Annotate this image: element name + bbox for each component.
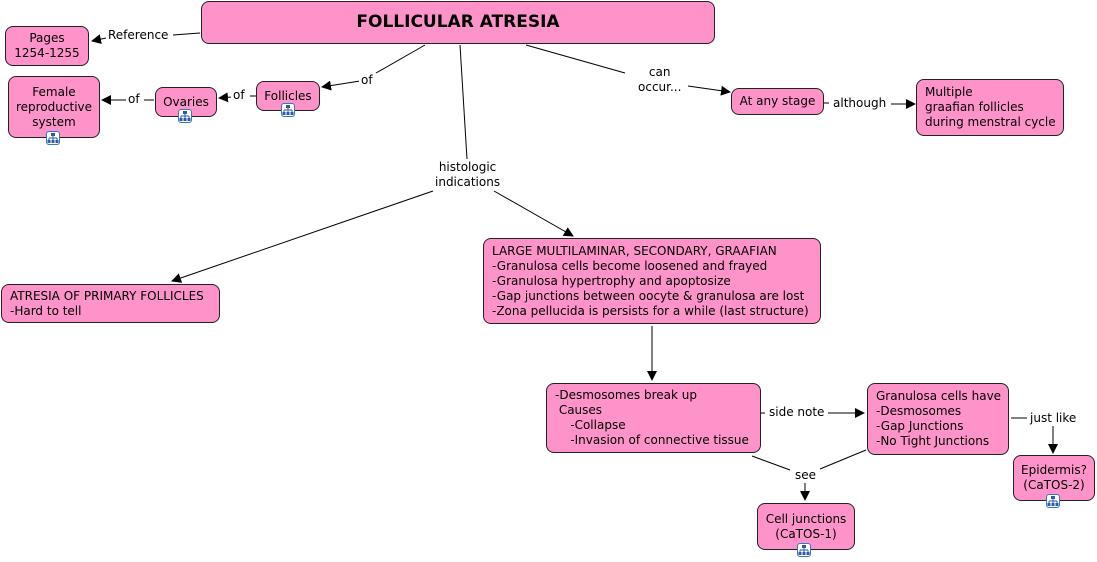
node-text: Ovaries — [163, 94, 209, 109]
hierarchy-glyph — [282, 105, 294, 115]
link-canoccur-stage — [687, 85, 731, 96]
link-histologic-large — [493, 190, 574, 237]
node-follicular-atresia[interactable]: FOLLICULAR ATRESIA — [201, 1, 715, 44]
link-label-of[interactable]: of — [231, 88, 247, 103]
link-title-reference — [172, 32, 201, 36]
node-text: Epidermis? — [1021, 463, 1087, 477]
node-text: -Granulosa cells become loosened and fra… — [492, 258, 768, 273]
node-text: Female — [32, 84, 76, 99]
node-text: -Collapse — [555, 418, 626, 432]
node-text: Multiple — [925, 85, 973, 99]
node-text: reproductive — [15, 99, 93, 114]
link-of-ovaries — [218, 92, 233, 103]
submap-icon[interactable] — [797, 543, 811, 557]
node-text: -Invasion of connective tissue — [555, 433, 749, 447]
node-text: Granulosa cells have — [876, 389, 1002, 403]
link-label-histologic-indications[interactable]: histologic indications — [433, 160, 503, 190]
link-title-of — [375, 44, 426, 74]
link-label-text: histologic — [438, 160, 497, 174]
node-text: graafian follicles — [925, 100, 1024, 114]
node-text: LARGE MULTILAMINAR, SECONDARY, GRAAFIAN — [492, 243, 777, 258]
node-text: -Gap Junctions — [876, 419, 964, 433]
node-text: 1254-1255 — [14, 46, 80, 60]
node-at-any-stage[interactable]: At any stage — [731, 88, 824, 115]
node-pages[interactable]: Pages 1254-1255 — [5, 26, 89, 66]
link-desmo-see — [751, 455, 791, 471]
link-title-canoccur — [525, 44, 626, 74]
node-text: -Desmosomes break up — [555, 388, 697, 402]
map-title: FOLLICULAR ATRESIA — [356, 12, 560, 32]
link-label-although[interactable]: although — [831, 96, 889, 111]
node-text: -Desmosomes — [876, 404, 962, 418]
node-text: system — [32, 114, 76, 129]
link-of-follicles — [321, 80, 361, 91]
hierarchy-glyph — [798, 545, 810, 555]
node-text: Follicles — [264, 88, 312, 103]
node-text: -No Tight Junctions — [876, 434, 990, 448]
submap-icon[interactable] — [46, 131, 60, 145]
node-text: -Zona pellucida is persists for a while … — [492, 303, 809, 318]
link-label-just-like[interactable]: just like — [1028, 411, 1079, 426]
link-label-of[interactable]: of — [359, 73, 375, 88]
node-text: -Hard to tell — [10, 303, 82, 318]
node-text: -Granulosa hypertrophy and apoptosize — [492, 273, 731, 288]
link-label-of[interactable]: of — [126, 92, 142, 107]
node-text: during menstral cycle — [925, 115, 1056, 129]
link-label-can-occur[interactable]: can occur... — [636, 65, 684, 95]
link-reference-pages — [91, 34, 107, 45]
hierarchy-glyph — [1047, 496, 1059, 506]
link-granulosa-see — [819, 449, 867, 470]
link-label-side-note[interactable]: side note — [767, 405, 827, 420]
hierarchy-glyph — [47, 133, 59, 143]
node-text: Cell junctions — [765, 511, 847, 526]
link-label-text: occur... — [638, 80, 682, 94]
node-female-reproductive-system[interactable]: Female reproductive system — [8, 76, 100, 138]
node-text: (CaTOS-2) — [1023, 478, 1085, 492]
node-text: ATRESIA OF PRIMARY FOLLICLES — [10, 288, 204, 303]
link-label-text: indications — [435, 175, 501, 189]
link-label-see[interactable]: see — [793, 468, 819, 483]
node-text: Causes — [555, 403, 603, 417]
node-text: At any stage — [739, 94, 816, 108]
link-label-text: can — [648, 65, 671, 79]
node-text: (CaTOS-1) — [775, 526, 837, 541]
node-granulosa-cells-have[interactable]: Granulosa cells have -Desmosomes -Gap Ju… — [867, 383, 1009, 455]
submap-icon[interactable] — [178, 109, 192, 123]
node-multiple-graafian-follicles[interactable]: Multiple graafian follicles during menst… — [916, 79, 1064, 136]
submap-icon[interactable] — [1046, 494, 1060, 508]
link-histologic-primary — [171, 190, 434, 283]
node-desmosomes-break-up[interactable]: -Desmosomes break up Causes -Collapse -I… — [546, 383, 761, 453]
hierarchy-glyph — [179, 111, 191, 121]
node-text: -Gap junctions between oocyte & granulos… — [492, 288, 805, 303]
submap-icon[interactable] — [281, 103, 295, 117]
link-title-histologic — [459, 44, 468, 160]
node-text: Pages — [29, 31, 65, 45]
node-large-multilaminar[interactable]: LARGE MULTILAMINAR, SECONDARY, GRAAFIAN … — [483, 238, 821, 324]
node-cell-junctions[interactable]: Cell junctions (CaTOS-1) — [757, 503, 855, 550]
node-atresia-primary-follicles[interactable]: ATRESIA OF PRIMARY FOLLICLES -Hard to te… — [1, 284, 220, 323]
link-label-reference[interactable]: Reference — [106, 28, 171, 43]
